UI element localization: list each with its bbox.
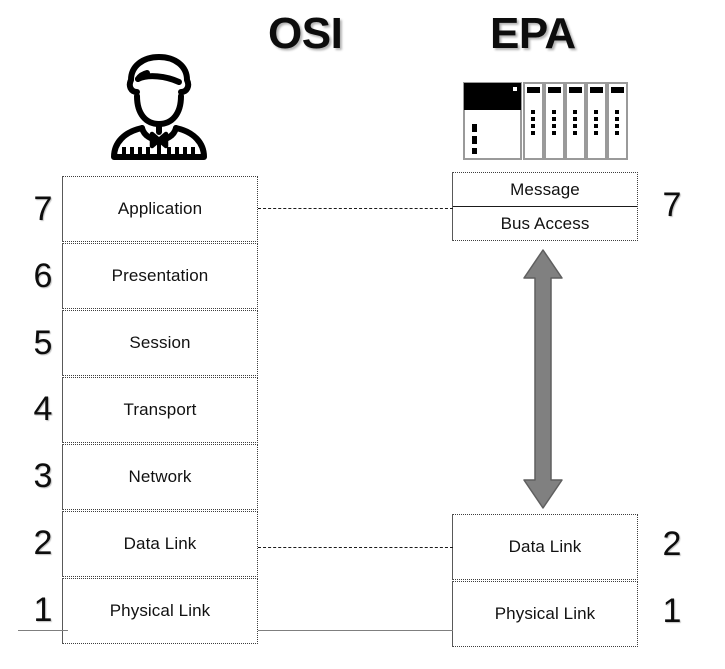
epa-layer-data-link[interactable]: Data Link [452,514,638,580]
osi-layer-label: Presentation [111,266,209,285]
epa-lower-layer-stack: Data Link Physical Link [452,514,638,647]
epa-layer-label: Data Link [508,537,582,556]
osi-layer-number-4: 4 [33,390,53,428]
osi-layer-number-7: 7 [33,190,53,228]
epa-layer-physical-link[interactable]: Physical Link [452,581,638,647]
osi-layer-network[interactable]: Network [62,444,258,510]
connector-application-dashed [258,208,453,209]
epa-layer-label: Physical Link [494,604,596,623]
epa-layer-label: Message [510,179,580,199]
epa-application-block[interactable]: Message Bus Access [452,172,638,241]
epa-row-message[interactable]: Message [453,173,637,207]
osi-layer-label: Network [128,467,192,486]
column-title-osi: OSI [268,9,343,58]
epa-layer-label: Bus Access [500,213,590,233]
epa-layer-number-1: 1 [662,592,682,630]
epa-layer-number-7: 7 [662,186,682,224]
osi-layer-label: Physical Link [109,601,211,620]
epa-layer-number-2: 2 [662,525,682,563]
osi-layer-number-2: 2 [33,524,53,562]
bus-access-double-arrow [521,248,565,510]
osi-layer-number-1: 1 [33,591,53,629]
epa-row-bus-access[interactable]: Bus Access [453,207,637,240]
osi-layer-label: Session [129,333,191,352]
osi-layer-session[interactable]: Session [62,310,258,376]
osi-layer-label: Application [117,199,203,218]
osi-layer-transport[interactable]: Transport [62,377,258,443]
plc-rack-icon [463,82,628,160]
connector-data-link-dashed [258,547,453,548]
column-title-epa: EPA [490,9,576,58]
epa-application-stack: Message Bus Access [452,172,638,241]
connector-physical-link-solid [258,630,453,631]
osi-layer-presentation[interactable]: Presentation [62,243,258,309]
osi-layer-application[interactable]: Application [62,176,258,242]
osi-layer-physical-link[interactable]: Physical Link [62,578,258,644]
osi-layer-label: Transport [123,400,197,419]
osi-layer-1-baseline [18,630,68,631]
osi-layer-data-link[interactable]: Data Link [62,511,258,577]
osi-layer-number-5: 5 [33,324,53,362]
osi-layer-number-3: 3 [33,457,53,495]
osi-layer-stack: Application Presentation Session Transpo… [62,176,258,644]
person-operator-icon [100,52,218,162]
osi-layer-label: Data Link [123,534,197,553]
osi-layer-number-6: 6 [33,257,53,295]
